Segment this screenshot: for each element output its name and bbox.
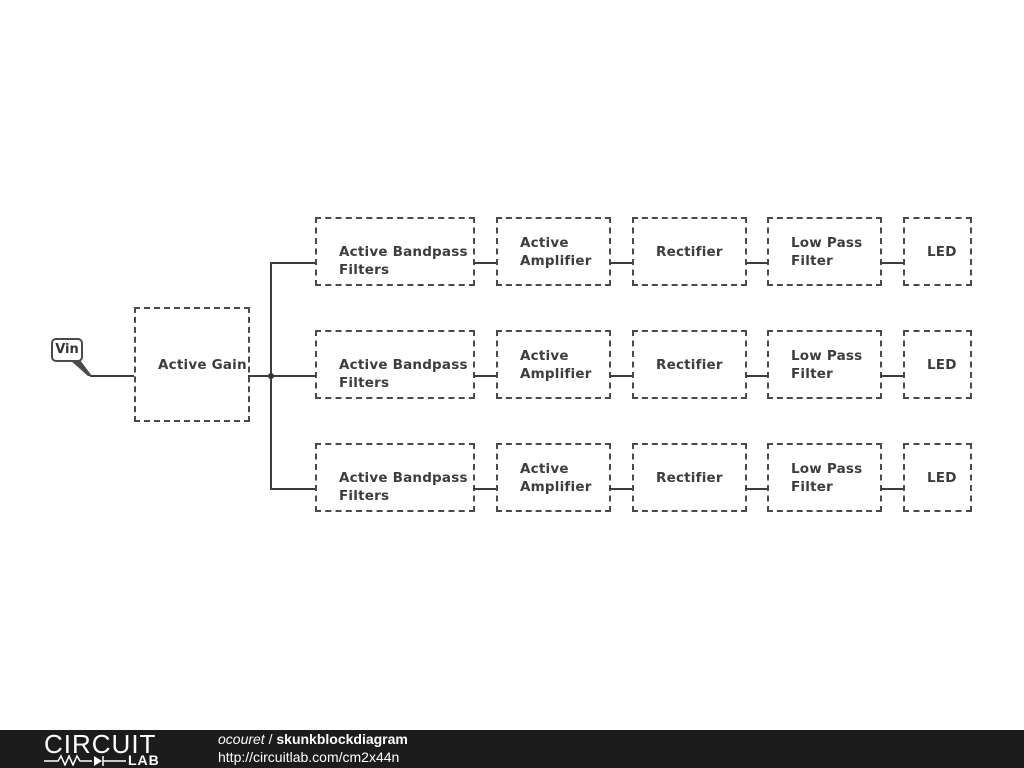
lowpass-label-line2: Filter (791, 366, 833, 382)
led-block[interactable]: LED (903, 330, 972, 399)
active-amplifier-block[interactable]: Active Amplifier (496, 443, 611, 512)
bandpass-filter-block[interactable]: Active Bandpass Filters (315, 217, 475, 286)
active-gain-label: Active Gain (158, 357, 247, 373)
rectifier-block[interactable]: Rectifier (632, 443, 747, 512)
wire-bandpass-to-amplifier (473, 375, 498, 377)
wire-bandpass-to-amplifier (473, 262, 498, 264)
wire-amplifier-to-rectifier (609, 375, 634, 377)
footer-project-name[interactable]: skunkblockdiagram (276, 731, 408, 747)
low-pass-filter-block[interactable]: Low Pass Filter (767, 217, 882, 286)
low-pass-filter-block[interactable]: Low Pass Filter (767, 443, 882, 512)
circuitlab-logo-text[interactable]: CIRCUIT (44, 729, 157, 759)
amplifier-label-line2: Amplifier (520, 479, 592, 495)
wire-lowpass-to-led (880, 375, 905, 377)
lowpass-label-line1: Low Pass (791, 348, 863, 364)
active-amplifier-block[interactable]: Active Amplifier (496, 330, 611, 399)
wire-gain-to-bus (248, 375, 318, 377)
led-label: LED (927, 357, 957, 373)
junction-dot (268, 373, 274, 379)
lowpass-label-line1: Low Pass (791, 461, 863, 477)
footer-url-link[interactable]: http://circuitlab.com/cm2x44n (218, 749, 400, 765)
amplifier-label-line2: Amplifier (520, 366, 592, 382)
lowpass-label-line2: Filter (791, 479, 833, 495)
rectifier-block[interactable]: Rectifier (632, 330, 747, 399)
bus-branch-1 (270, 262, 318, 264)
footer-separator: / (264, 731, 277, 747)
rectifier-label: Rectifier (656, 357, 723, 373)
amplifier-label-line1: Active (520, 235, 569, 251)
bandpass-label-line1: Active Bandpass (339, 244, 468, 260)
amplifier-label-line1: Active (520, 348, 569, 364)
footer-username[interactable]: ocouret (218, 731, 265, 747)
bandpass-label-line2: Filters (339, 488, 390, 504)
rectifier-label: Rectifier (656, 470, 723, 486)
wire-amplifier-to-rectifier (609, 262, 634, 264)
rectifier-label: Rectifier (656, 244, 723, 260)
footer-bar: CIRCUIT LAB ocouret / skunkblockdiagram … (0, 730, 1024, 768)
circuit-squiggle-icon (44, 754, 126, 766)
lowpass-label-line2: Filter (791, 253, 833, 269)
bus-branch-3 (270, 488, 318, 490)
amplifier-label-line2: Amplifier (520, 253, 592, 269)
wire-lowpass-to-led (880, 488, 905, 490)
circuitlab-logo-lab: LAB (128, 752, 160, 768)
wire-bandpass-to-amplifier (473, 488, 498, 490)
wire-rectifier-to-lowpass (745, 375, 770, 377)
wire-rectifier-to-lowpass (745, 262, 770, 264)
active-amplifier-block[interactable]: Active Amplifier (496, 217, 611, 286)
rectifier-block[interactable]: Rectifier (632, 217, 747, 286)
wire-vin-to-gain (90, 375, 136, 377)
vin-input-tag[interactable]: Vin (51, 338, 83, 362)
wire-rectifier-to-lowpass (745, 488, 770, 490)
amplifier-label-line1: Active (520, 461, 569, 477)
wire-amplifier-to-rectifier (609, 488, 634, 490)
bandpass-label-line2: Filters (339, 262, 390, 278)
led-label: LED (927, 244, 957, 260)
footer-title: ocouret / skunkblockdiagram (218, 731, 408, 747)
bandpass-filter-block[interactable]: Active Bandpass Filters (315, 443, 475, 512)
bandpass-label-line1: Active Bandpass (339, 470, 468, 486)
bandpass-label-line1: Active Bandpass (339, 357, 468, 373)
lowpass-label-line1: Low Pass (791, 235, 863, 251)
vin-pointer-icon (70, 360, 92, 376)
bandpass-filter-block[interactable]: Active Bandpass Filters (315, 330, 475, 399)
block-diagram: Vin Active Gain Active Bandpass Filters … (51, 217, 972, 512)
wire-lowpass-to-led (880, 262, 905, 264)
led-label: LED (927, 470, 957, 486)
led-block[interactable]: LED (903, 217, 972, 286)
low-pass-filter-block[interactable]: Low Pass Filter (767, 330, 882, 399)
led-block[interactable]: LED (903, 443, 972, 512)
active-gain-block[interactable]: Active Gain (134, 307, 250, 422)
bandpass-label-line2: Filters (339, 375, 390, 391)
